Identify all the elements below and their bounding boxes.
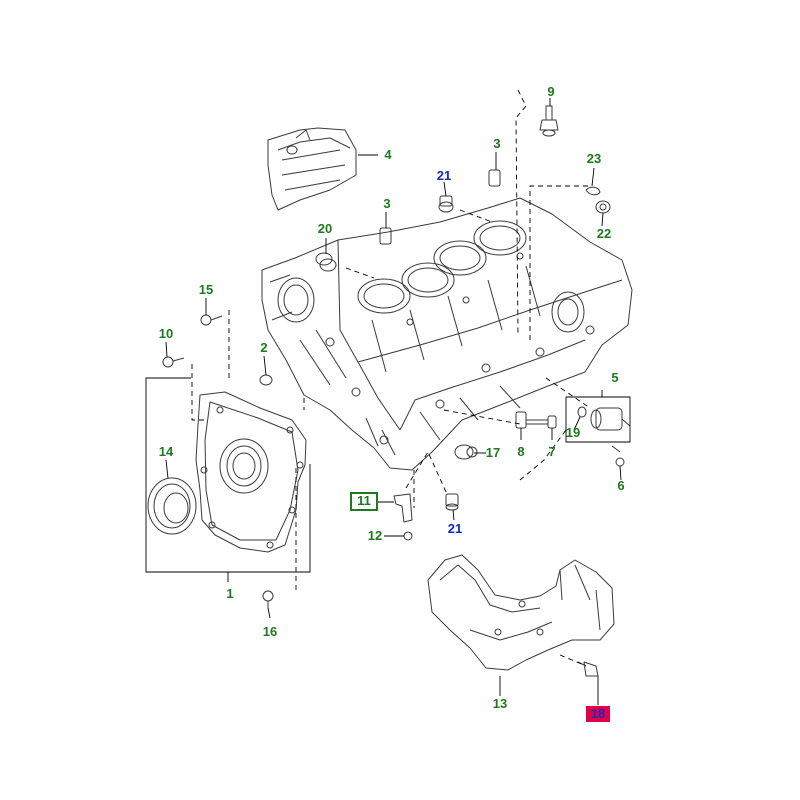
callout-label: 14 xyxy=(159,444,174,459)
callout-p17[interactable]: 17 xyxy=(486,445,500,460)
callout-p1[interactable]: 1 xyxy=(226,586,233,601)
leader-lines xyxy=(145,89,631,705)
callout-label: 21 xyxy=(448,521,462,536)
callout-label: 18 xyxy=(591,706,605,721)
part-11-bracket xyxy=(393,493,413,523)
callout-label: 17 xyxy=(486,445,500,460)
callout-p3a[interactable]: 3 xyxy=(493,136,500,151)
callout-p13[interactable]: 13 xyxy=(493,696,507,711)
callout-p21b[interactable]: 21 xyxy=(448,521,462,536)
part-9-sensor xyxy=(539,105,559,137)
part-20-plug xyxy=(315,252,337,272)
callout-label: 15 xyxy=(199,282,213,297)
callout-label: 11 xyxy=(357,493,371,508)
callout-p9[interactable]: 9 xyxy=(547,84,554,99)
callout-label: 3 xyxy=(493,136,500,151)
callout-label: 7 xyxy=(548,444,555,459)
callout-p15[interactable]: 15 xyxy=(199,282,213,297)
part-23-clip xyxy=(585,186,601,196)
part-2-oring xyxy=(259,374,273,386)
callout-label: 21 xyxy=(437,168,451,183)
callout-p20[interactable]: 20 xyxy=(318,221,332,236)
callout-label: 22 xyxy=(597,226,611,241)
callout-label: 1 xyxy=(226,586,233,601)
callout-p5[interactable]: 5 xyxy=(611,370,618,385)
part-10-bolt xyxy=(162,356,185,368)
part-19-oring xyxy=(577,406,587,418)
callout-p7[interactable]: 7 xyxy=(548,444,555,459)
callout-label: 19 xyxy=(566,425,580,440)
part-8-valve xyxy=(515,411,548,429)
callout-label: 4 xyxy=(384,147,392,162)
callout-label: 20 xyxy=(318,221,332,236)
part-6-bolt xyxy=(611,445,625,467)
callout-label: 5 xyxy=(611,370,618,385)
part-4-cover xyxy=(267,127,357,211)
callout-p19[interactable]: 19 xyxy=(566,425,580,440)
part-13-lower-cover xyxy=(427,554,615,671)
callout-label: 8 xyxy=(517,444,524,459)
callout-label: 13 xyxy=(493,696,507,711)
part-16-bolt xyxy=(262,590,274,608)
callout-p6[interactable]: 6 xyxy=(617,478,624,493)
callout-label: 3 xyxy=(383,196,390,211)
part-1-timing-cover xyxy=(195,391,307,553)
callout-p3b[interactable]: 3 xyxy=(383,196,390,211)
callout-label: 12 xyxy=(368,528,382,543)
callout-p4[interactable]: 4 xyxy=(384,147,392,162)
callout-p22[interactable]: 22 xyxy=(597,226,611,241)
callout-label: 10 xyxy=(159,326,173,341)
callout-p8[interactable]: 8 xyxy=(517,444,524,459)
part-3-dowel-b xyxy=(379,227,392,245)
callout-label: 16 xyxy=(263,624,277,639)
part-21-plug-a xyxy=(438,195,454,213)
part-3-dowel-a xyxy=(488,169,501,187)
part-21-plug-b xyxy=(445,493,459,511)
callout-p16[interactable]: 16 xyxy=(263,624,277,639)
part-22-cap xyxy=(595,200,611,214)
callout-label: 2 xyxy=(260,340,267,355)
callout-p2[interactable]: 2 xyxy=(260,340,267,355)
callout-p23[interactable]: 23 xyxy=(587,151,601,166)
callout-label: 9 xyxy=(547,84,554,99)
selected-highlight xyxy=(586,706,610,722)
callout-label: 6 xyxy=(617,478,624,493)
part-7-valve xyxy=(547,415,557,429)
callout-label: 23 xyxy=(587,151,601,166)
part-17-plug xyxy=(454,444,478,460)
callout-p18[interactable]: 18 xyxy=(586,706,610,722)
part-5-solenoid xyxy=(590,407,631,431)
callout-p12[interactable]: 12 xyxy=(368,528,382,543)
part-12-bolt xyxy=(403,531,413,541)
callout-p11[interactable]: 11 xyxy=(350,492,378,511)
callout-p14[interactable]: 14 xyxy=(159,444,174,459)
callout-box xyxy=(350,492,378,511)
engine-block xyxy=(261,197,633,471)
callout-p10[interactable]: 10 xyxy=(159,326,173,341)
part-15-bolt xyxy=(200,314,223,326)
part-14-seal xyxy=(147,477,197,535)
callout-p21a[interactable]: 21 xyxy=(437,168,451,183)
